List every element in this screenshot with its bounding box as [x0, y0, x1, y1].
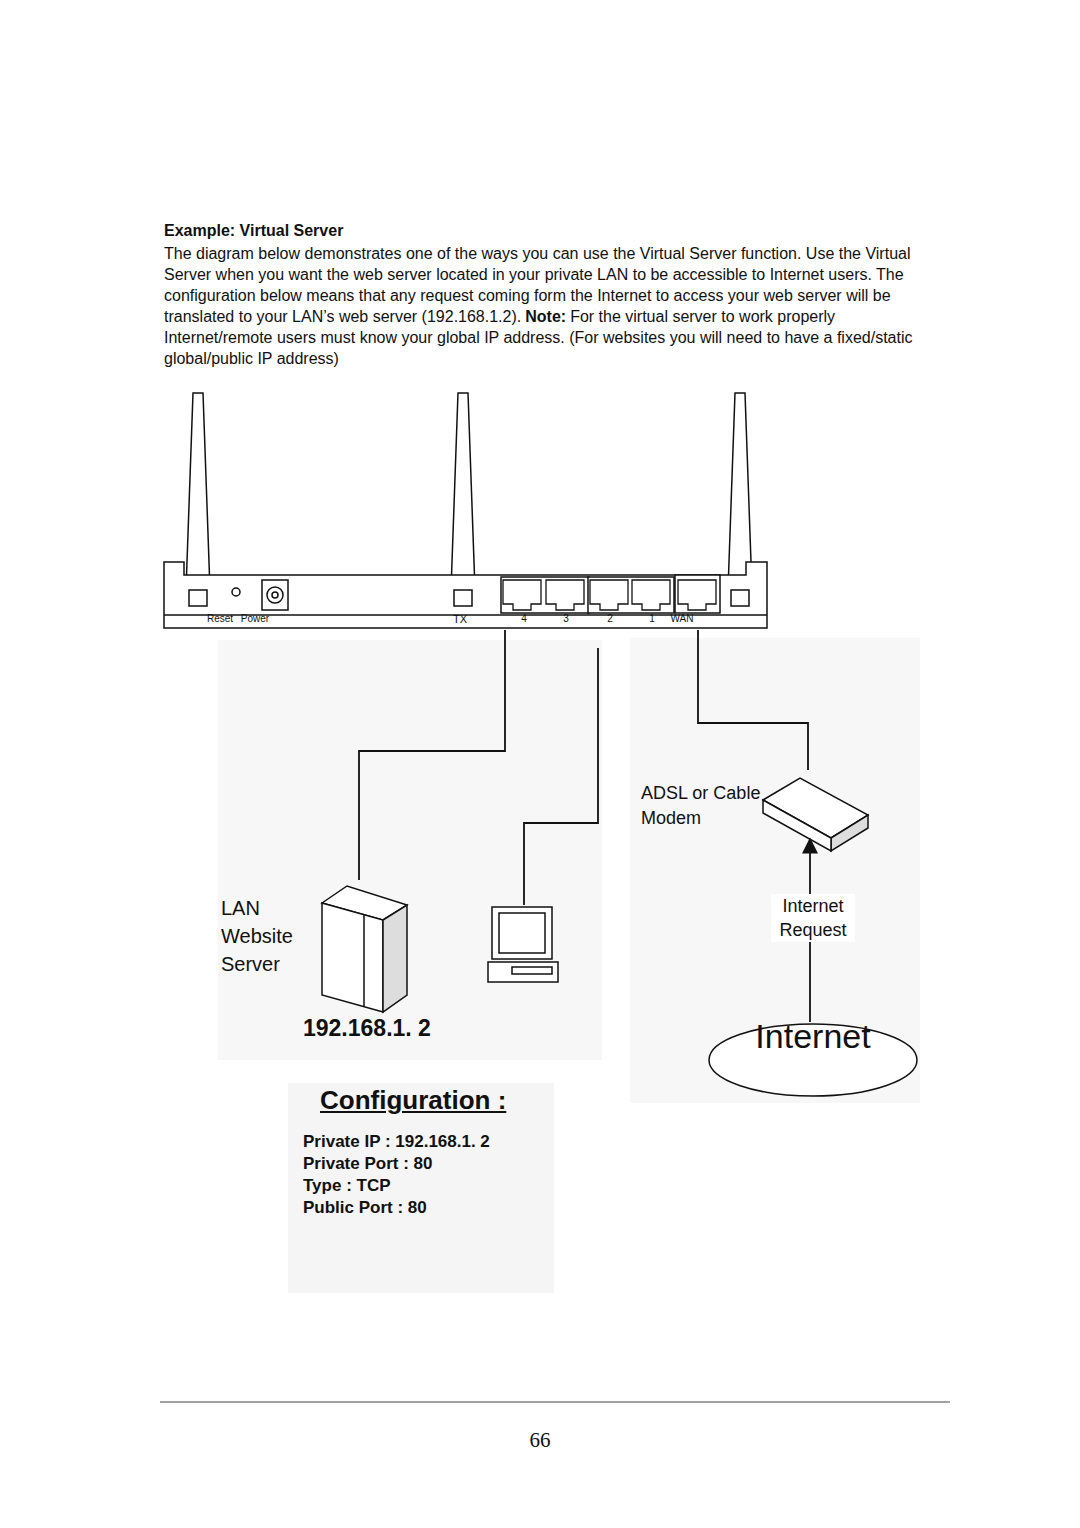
- antenna-base: [731, 590, 749, 606]
- wan-port-frame: [675, 575, 720, 613]
- port-label: TX: [453, 613, 467, 625]
- port-group: [501, 577, 589, 613]
- antenna: [186, 393, 210, 590]
- config-box: Configuration : Private IP : 192.168.1. 2…: [288, 1083, 554, 1293]
- server-icon: [322, 886, 407, 1012]
- pc-icon: [488, 907, 558, 982]
- power-jack: [262, 580, 288, 610]
- reset-hole: [232, 588, 240, 596]
- antenna-base: [189, 590, 207, 606]
- port-label: 3: [563, 613, 569, 625]
- node-text: Private Port : 80: [303, 1154, 432, 1174]
- port-label: 2: [607, 613, 613, 625]
- node-text: Type : TCP: [303, 1176, 391, 1196]
- section-heading: Example: Virtual Server: [164, 222, 343, 240]
- rj45-port: [632, 580, 670, 610]
- node-heading: LAN Website Server: [221, 894, 311, 978]
- port-label: WAN: [671, 613, 694, 625]
- port-label: 1: [649, 613, 655, 625]
- port-label: Power: [241, 613, 269, 625]
- rj45-port: [590, 580, 628, 610]
- node-heading: Internet: [707, 1016, 919, 1057]
- rj45-port: [503, 580, 541, 610]
- edge-label: Internet Request: [771, 894, 855, 942]
- rj45-port: [678, 580, 716, 610]
- node-text: Public Port : 80: [303, 1198, 427, 1218]
- lan-cable: [524, 648, 598, 905]
- modem-node: ADSL or Cable Modem: [636, 770, 876, 845]
- node-text: Private IP : 192.168.1. 2: [303, 1132, 490, 1152]
- server-node: LAN Website Server 192.168.1. 2: [215, 880, 455, 1060]
- node-heading: ADSL or Cable Modem: [641, 781, 769, 831]
- router-box: Reset Power TX 4 3 2 1 WAN: [164, 560, 768, 630]
- photo-ground: [630, 638, 920, 1103]
- network-cable: [698, 630, 808, 770]
- port-label: 4: [521, 613, 527, 625]
- rj45-ports: [503, 580, 716, 610]
- node-heading: Configuration :: [320, 1085, 506, 1116]
- footer-rule: [160, 1402, 950, 1403]
- rj45-port: [546, 580, 584, 610]
- internet-cloud: Internet: [707, 1022, 919, 1098]
- page-number: 66: [0, 1428, 1080, 1453]
- router-housing: [164, 562, 767, 628]
- body-paragraph: The diagram below demonstrates one of th…: [164, 243, 939, 369]
- router-drawing: [164, 393, 767, 628]
- photo-ground: [218, 640, 602, 1060]
- antenna: [728, 393, 752, 590]
- antenna-base: [454, 590, 472, 606]
- modem-icon: [763, 778, 868, 851]
- antenna: [451, 393, 475, 590]
- port-label: Reset: [207, 613, 233, 625]
- note-label: Note:: [525, 308, 566, 325]
- config-ground: [288, 1083, 554, 1293]
- power-jack: [267, 587, 283, 603]
- network-cable: [359, 630, 505, 880]
- port-group: [588, 577, 674, 613]
- power-jack: [272, 592, 278, 598]
- node-text: 192.168.1. 2: [303, 1014, 431, 1042]
